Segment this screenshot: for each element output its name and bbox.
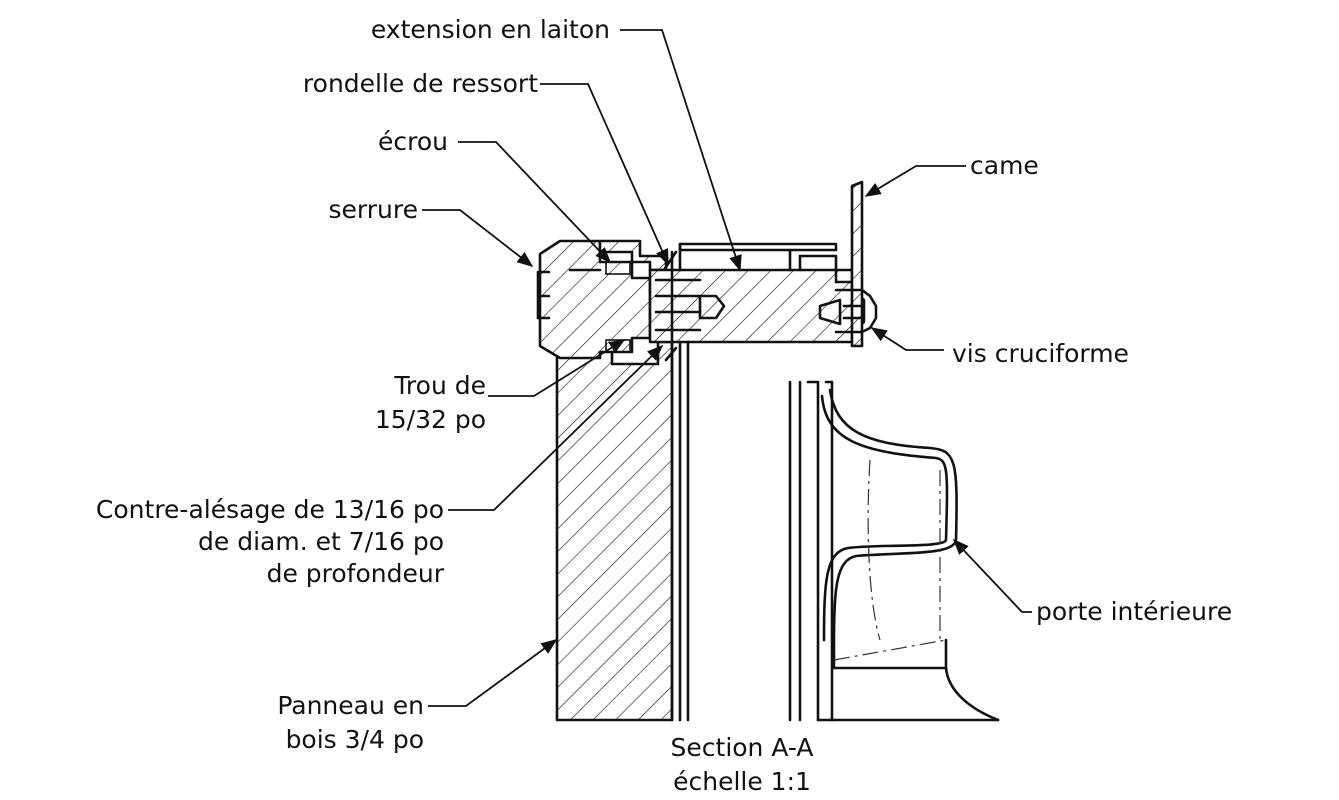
label-spring-washer: rondelle de ressort bbox=[303, 69, 538, 98]
label-lock: serrure bbox=[329, 195, 418, 224]
label-counterbore-line3: de profondeur bbox=[267, 559, 445, 588]
label-phillips-screw: vis cruciforme bbox=[952, 339, 1129, 368]
label-panel-line1: Panneau en bbox=[277, 691, 424, 720]
caption-scale: échelle 1:1 bbox=[673, 767, 811, 796]
section-caption: Section A-A échelle 1:1 bbox=[671, 733, 814, 796]
label-counterbore-line1: Contre-alésage de 13/16 po bbox=[96, 495, 444, 524]
phillips-screw bbox=[818, 288, 878, 334]
label-counterbore-line2: de diam. et 7/16 po bbox=[198, 527, 444, 556]
wood-panel bbox=[555, 340, 674, 722]
label-brass-extension: extension en laiton bbox=[371, 15, 610, 44]
leader-lines bbox=[422, 29, 1032, 707]
label-nut: écrou bbox=[378, 127, 448, 156]
label-panel-line2: bois 3/4 po bbox=[286, 725, 424, 754]
label-inner-door: porte intérieure bbox=[1036, 597, 1232, 626]
brass-extension bbox=[670, 242, 854, 722]
label-cam: came bbox=[970, 151, 1039, 180]
inner-door bbox=[806, 380, 1000, 722]
cam bbox=[850, 180, 864, 348]
labels: extension en laiton rondelle de ressort … bbox=[96, 15, 1232, 754]
label-hole-line2: 15/32 po bbox=[375, 405, 486, 434]
caption-section: Section A-A bbox=[671, 733, 814, 762]
bolt-shaft bbox=[648, 268, 866, 344]
label-hole-line1: Trou de bbox=[393, 371, 486, 400]
